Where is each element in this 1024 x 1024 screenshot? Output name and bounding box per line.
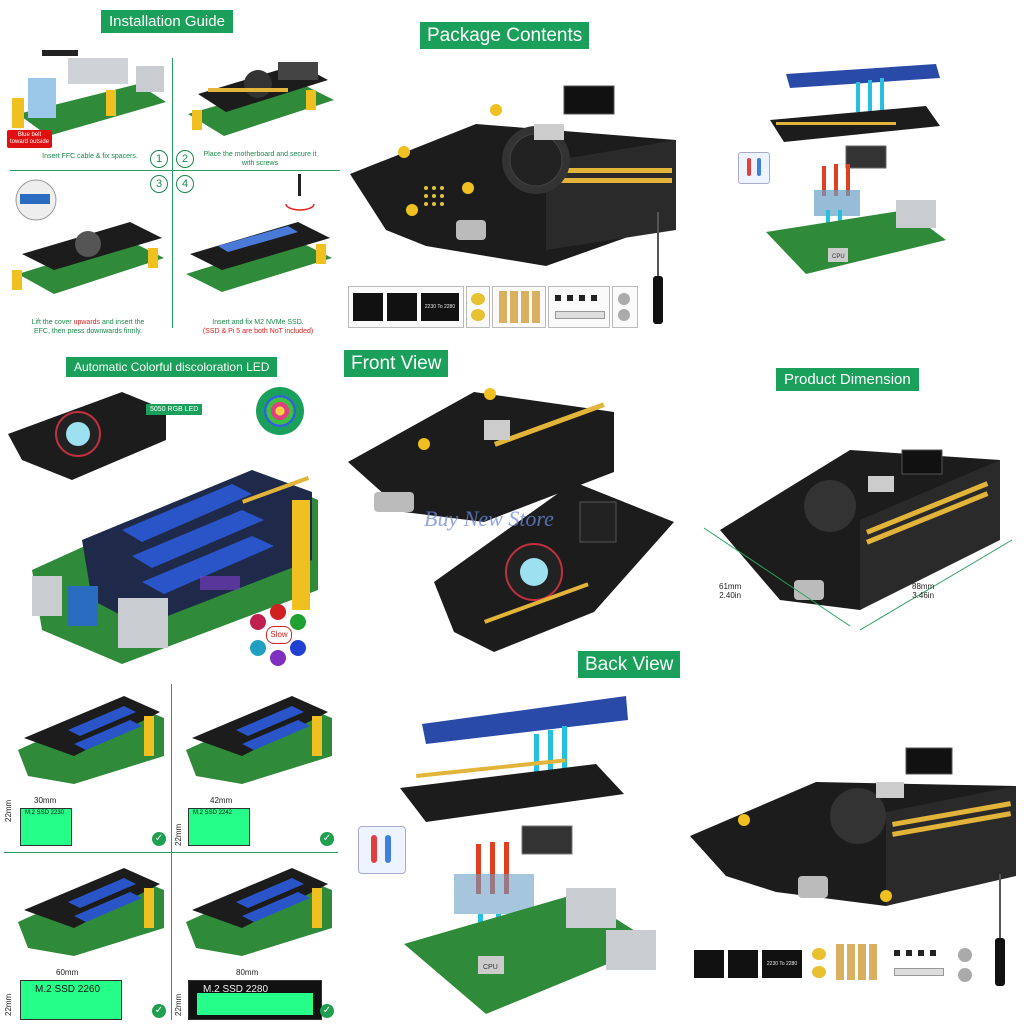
ssd-2230-width: 22mm [4, 799, 13, 822]
ssd-2280-label: M.2 SSD 2280 [203, 984, 269, 995]
thermal-pad [812, 948, 826, 960]
adapter-plates: 2230 To 2280 [348, 286, 464, 328]
ssd-2230-length: 30mm [34, 796, 57, 805]
screws-and-cable [548, 286, 610, 328]
ssd-2230-card: M.2 SSD 2230 [20, 808, 72, 846]
ssd-2260-card: M.2 SSD 2260 [20, 980, 122, 1020]
length-in: 3.46in [912, 591, 935, 600]
ssd-2280-length: 80mm [236, 968, 259, 977]
check-icon: ✓ [320, 1004, 334, 1018]
cpu-chip [478, 956, 504, 974]
screwdriver-icon [995, 874, 1005, 986]
store-watermark: Buy New Store [424, 506, 554, 531]
thermal-pad [812, 966, 826, 978]
bottom-screws-and-cable [894, 950, 944, 980]
divider-horizontal [10, 170, 340, 171]
step1-image [12, 50, 166, 136]
blue-belt-line2: toward outside [10, 139, 50, 145]
slow-label: Slow [266, 626, 292, 644]
step2-caption: Place the motherboard and secure it with… [200, 150, 320, 168]
step4-line2: (SSD & Pi 5 are both NoT included) [202, 328, 314, 335]
ssd-2242-card: M.2 SSD 2242 [188, 808, 250, 846]
back-view-title: Back View [578, 651, 681, 678]
dimension-board-image [703, 449, 1013, 631]
cpu-chip [828, 248, 848, 262]
step3-text-a: Lift the cover [31, 319, 74, 326]
brass-spacers [492, 286, 546, 328]
step3-text-b: and insert the [100, 319, 145, 326]
exploded-view-top: CPU [766, 64, 946, 274]
cpu-label: CPU [832, 254, 845, 260]
ssd-board-2280 [186, 868, 332, 956]
check-icon: ✓ [320, 832, 334, 846]
ssd-board-2260 [18, 868, 164, 956]
step1-caption: Insert FFC cable & fix spacers. [42, 153, 138, 160]
check-icon: ✓ [152, 832, 166, 846]
adapter-label: 2230 To 2280 [421, 293, 459, 321]
bottom-adapter-label: 2230 To 2280 [762, 950, 802, 978]
rotate-arrow-icon [285, 203, 315, 211]
ssd-board-2230 [18, 696, 164, 784]
ssd-2260-label: M.2 SSD 2260 [35, 984, 101, 995]
step-number-4: 4 [176, 175, 194, 193]
check-icon: ✓ [152, 1004, 166, 1018]
bottom-adapter-plates: 2230 To 2280 [694, 948, 806, 980]
step-number-1: 1 [150, 150, 168, 168]
blue-belt-line1: Blue belt [17, 132, 42, 138]
length-mm: 88mm [912, 582, 935, 591]
step4-caption: Insert and fix M2 NVMe SSD. (SSD & Pi 5 … [188, 318, 328, 336]
blue-belt-note: Blue belt toward outside [7, 130, 53, 148]
ssd-board-2242 [186, 696, 332, 784]
back-view-image: CPU [400, 696, 656, 1014]
standoff-screw [958, 948, 972, 962]
led-color-badge [256, 387, 304, 435]
bottom-brass-spacers [836, 944, 880, 984]
width-dimension: 61mm 2.40in [719, 582, 741, 600]
step3-caption: Lift the cover upwards and insert the EF… [18, 318, 158, 336]
package-contents-title: Package Contents [420, 22, 590, 49]
width-in: 2.40in [719, 591, 742, 600]
step4-line1: Insert and fix M2 NVMe SSD. [212, 319, 304, 326]
thermometer-icon [738, 152, 770, 184]
product-dimension-title: Product Dimension [776, 368, 919, 391]
front-view-image [348, 388, 674, 652]
step-number-3: 3 [150, 175, 168, 193]
cpu-label: CPU [483, 964, 498, 971]
bottom-board-image [690, 747, 1016, 906]
led-color-wheel: Slow [244, 604, 314, 668]
standoff-screws [612, 286, 638, 328]
led-board-image [8, 392, 318, 664]
step-number-2: 2 [176, 150, 194, 168]
step3-text-highlight: upwards [73, 319, 101, 326]
ssd-2242-length: 42mm [210, 796, 233, 805]
ssd-2280-card: M.2 SSD 2280 [188, 980, 322, 1020]
ssd-2260-width: 22mm [4, 993, 13, 1016]
step3-image [12, 179, 164, 294]
step3-text-c: EFC, then press downwards firmly. [33, 328, 142, 335]
ssd-2242-label: M.2 SSD 2242 [193, 810, 233, 816]
package-board-image [350, 85, 676, 266]
length-dimension: 88mm 3.46in [912, 582, 934, 600]
standoff-screw [958, 968, 972, 982]
ssd-divider-horizontal [4, 852, 338, 853]
thermal-pads [466, 286, 490, 328]
divider-vertical [172, 58, 173, 328]
width-mm: 61mm [719, 582, 742, 591]
ssd-2242-width: 22mm [174, 823, 183, 846]
step2-image [188, 62, 334, 136]
screwdriver-icon [653, 212, 663, 324]
installation-guide-title: Installation Guide [101, 10, 233, 33]
screwdriver-icon [298, 174, 301, 196]
step2-line2: with screws [241, 160, 279, 167]
thermometer-icon [358, 826, 406, 874]
step2-line1: Place the motherboard and secure it [203, 151, 317, 158]
ssd-2230-label: M.2 SSD 2230 [25, 810, 65, 816]
ssd-2260-length: 60mm [56, 968, 79, 977]
step4-image [186, 174, 332, 292]
led-title: Automatic Colorful discoloration LED [66, 357, 278, 377]
ssd-2280-width: 22mm [174, 993, 183, 1016]
front-view-title: Front View [344, 350, 449, 377]
rgb-led-label: 5050 RGB LED [146, 404, 203, 415]
